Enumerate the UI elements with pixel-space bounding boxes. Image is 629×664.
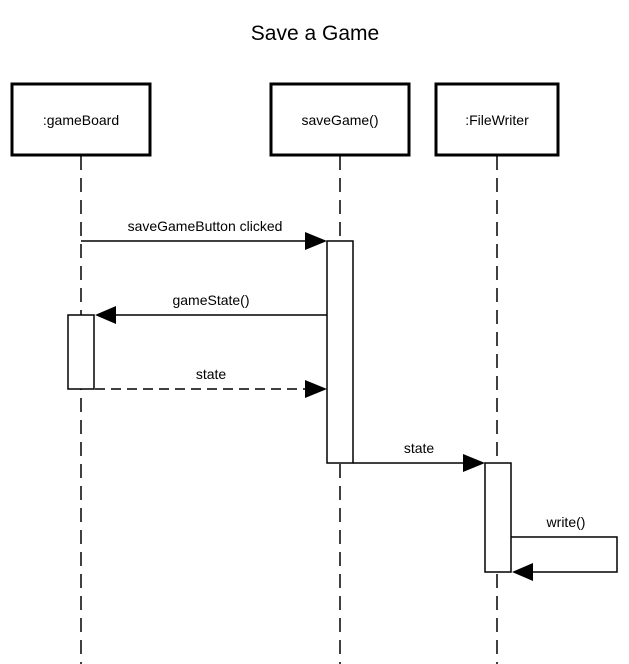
- message-label: saveGameButton clicked: [128, 218, 283, 234]
- activation-bar-gameboard: [67, 314, 95, 390]
- activation-bar-filewriter: [484, 462, 512, 573]
- participant-filewriter: :FileWriter: [434, 82, 560, 157]
- arrowhead-icon: [512, 563, 533, 581]
- participant-savegame: saveGame(): [269, 82, 411, 157]
- message-gamestate: gameState(): [95, 292, 327, 324]
- arrowhead-icon: [463, 454, 485, 472]
- diagram-title: Save a Game: [251, 22, 379, 45]
- message-label: state: [404, 440, 435, 456]
- message-label: gameState(): [172, 292, 249, 308]
- arrowhead-icon: [305, 232, 327, 250]
- arrowhead-icon: [305, 380, 327, 398]
- activation-bar-savegame: [326, 240, 354, 464]
- message-write-self-call: write(): [511, 514, 618, 581]
- participant-gameboard: :gameBoard: [10, 82, 152, 157]
- participant-label: :FileWriter: [465, 112, 529, 128]
- message-label: state: [196, 366, 227, 382]
- arrowhead-icon: [95, 306, 116, 324]
- message-state-to-filewriter: state: [353, 440, 485, 472]
- message-label: write(): [546, 514, 586, 530]
- message-savegamebutton-clicked: saveGameButton clicked: [81, 218, 327, 250]
- participant-label: :gameBoard: [43, 112, 119, 128]
- participant-label: saveGame(): [301, 112, 378, 128]
- message-state-return: state: [95, 366, 327, 398]
